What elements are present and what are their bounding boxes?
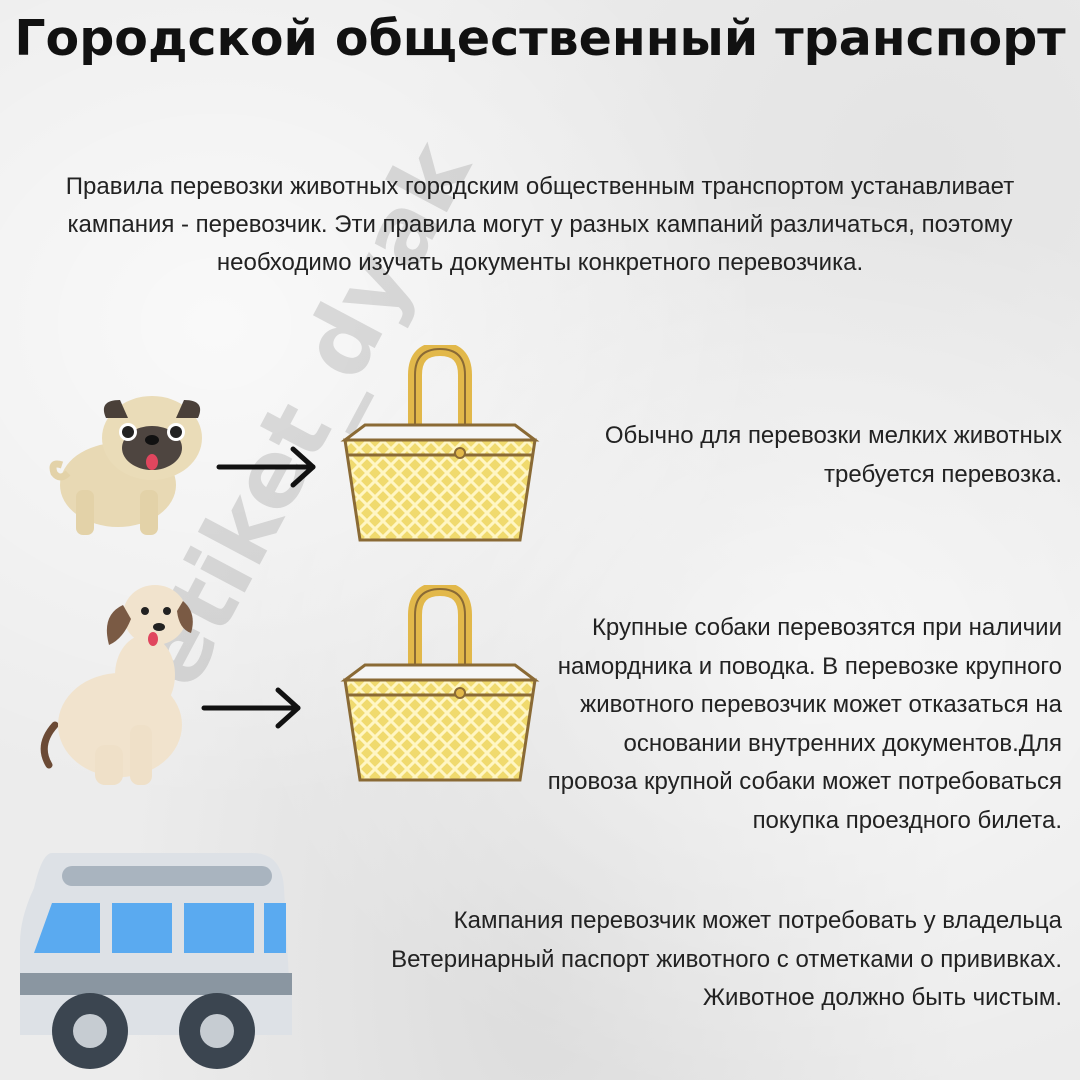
arrow-right-icon bbox=[216, 446, 316, 488]
dog-illustration bbox=[40, 585, 193, 785]
basket-carrier-icon bbox=[340, 585, 540, 782]
basket-carrier-icon bbox=[340, 345, 540, 542]
note-large-dogs: Крупные собаки перевозятся при наличии н… bbox=[547, 614, 1062, 834]
note-vet-passport: Кампания перевозчик может потребовать у … bbox=[391, 907, 1062, 1011]
note-small-animals: Обычно для перевозки мелких животных тре… bbox=[604, 422, 1062, 488]
arrow-right-icon bbox=[201, 687, 301, 729]
pug-head bbox=[102, 396, 202, 480]
dog-head bbox=[106, 585, 193, 646]
dog-body bbox=[40, 635, 182, 785]
pug-illustration bbox=[49, 396, 202, 535]
page-title: Городской общественный транспорт bbox=[14, 10, 1066, 67]
bus-icon bbox=[20, 853, 292, 1069]
intro-text: Правила перевозки животных городским общ… bbox=[65, 173, 1015, 276]
